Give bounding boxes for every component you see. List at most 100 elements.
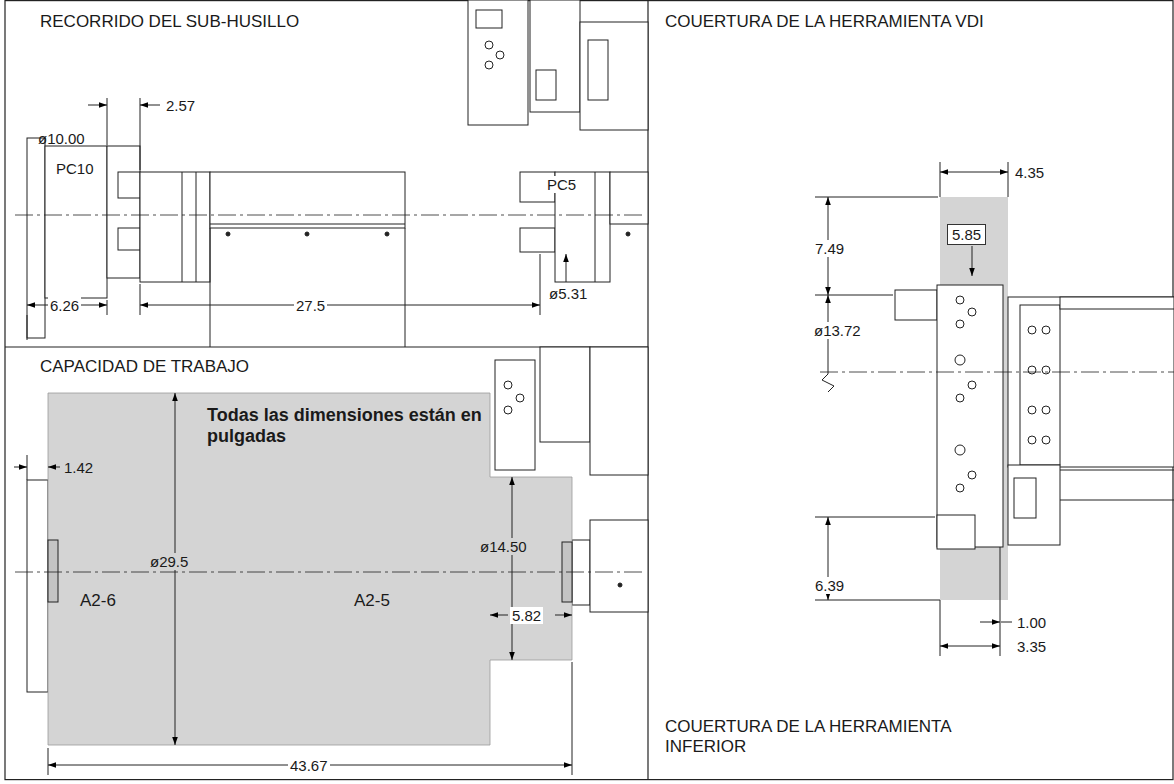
dimension-label: ø5.31 [547,285,589,302]
spindle-illustration [27,0,648,347]
dimension-lines [14,393,645,775]
drawing-stroke [895,290,937,320]
drawing-stroke [496,51,504,59]
part-label: A2-6 [78,592,118,609]
drawing-stroke [118,228,140,250]
drawing-stroke [14,467,27,468]
drawing-stroke [495,360,535,470]
drawing-stroke [27,315,28,340]
drawing-stroke [937,515,975,549]
drawing-stroke [956,394,964,402]
dimension-label: ø29.5 [148,553,190,570]
drawing-stroke [530,0,580,112]
drawing-stroke [512,477,513,660]
drawing-stroke [140,98,141,170]
drawing-stroke [610,172,648,224]
drawing-stroke [820,372,1174,373]
dimension-label: 4.35 [1013,164,1046,181]
dimension-label: 27.5 [294,297,327,314]
drawing-stroke [520,228,555,252]
drawing-stroke [536,70,556,100]
drawing-stroke [1008,297,1174,467]
drawing-stroke [1060,470,1174,471]
drawing-stroke [1042,436,1050,444]
turret-illustration [895,285,1174,549]
drawing-stroke [572,540,590,605]
drawing-stroke [566,254,567,282]
drawing-stroke [972,246,973,276]
drawing-stroke [1020,305,1060,465]
drawing-stroke [504,381,512,389]
dimension-label: 7.49 [813,240,846,257]
drawing-stroke [107,300,108,315]
drawing-stroke [1014,478,1036,518]
drawing-stroke [815,600,940,601]
drawing-stroke [210,228,211,347]
drawing-stroke [580,22,648,130]
drawing-stroke [27,138,45,338]
drawing-stroke [305,232,309,236]
drawing-stroke [182,172,183,282]
drawing-stroke [48,748,49,775]
units-note: Todas las dimensiones están en pulgadas [205,405,494,447]
drawing-panel: COUERTURA DE LA HERRAMIENTA VDI COUERTURA… [648,0,1174,780]
part-label: PC5 [545,176,578,193]
drawing-stroke [385,232,389,236]
drawing-stroke [140,105,160,106]
drawing-stroke [405,228,406,347]
drawing-stroke [140,172,210,282]
dimension-label: 1.00 [1015,614,1048,631]
drawing-stroke [1060,297,1174,309]
panel-heading: COUERTURA DE LA HERRAMIENTA VDI [665,12,984,32]
drawing-stroke [955,445,965,455]
drawing-stroke [540,254,541,315]
drawing-stroke [88,105,107,106]
drawing-stroke [588,40,608,100]
drawing-stroke [1042,326,1050,334]
drawing-stroke [815,295,893,296]
drawing-stroke [45,146,107,298]
dimension-label: 5.85 [947,224,986,245]
drawing-stroke [956,296,964,304]
drawing-stroke [226,232,230,236]
drawing-stroke [468,0,528,125]
capacity-region [48,393,572,745]
drawing-stroke [618,583,622,587]
drawing-stroke [516,394,524,402]
drawing-stroke [210,172,405,228]
dimension-lines [815,162,1174,656]
dimension-label: ø13.72 [812,322,863,339]
drawing-stroke [822,374,834,392]
drawing-stroke [1042,406,1050,414]
drawing-stroke [1060,500,1174,501]
dimension-label: ø10.00 [36,130,87,147]
panel-heading: RECORRIDO DEL SUB-HUSILLO [40,12,299,32]
drawing-stroke [590,520,648,612]
drawing-stroke [1028,326,1036,334]
dimension-label: ø14.50 [478,538,529,555]
drawing-stroke [937,285,1003,547]
drawing-stroke [485,41,493,49]
drawing-stroke [140,284,141,315]
drawing-stroke [956,320,964,328]
drawing-stroke [118,172,140,198]
part-label: A2-5 [352,592,392,609]
drawing-stroke [572,662,573,775]
drawing-stroke [1001,622,1012,623]
part-label: PC10 [54,160,96,177]
drawing-stroke [210,224,405,225]
drawing-stroke [540,347,590,442]
dimension-label: 5.82 [510,607,543,624]
drawing-stroke [1028,406,1036,414]
dimension-label: 2.57 [164,97,197,114]
drawing-stroke [555,615,572,616]
panel-heading: COUERTURA DE LA HERRAMIENTA INFERIOR [665,717,1025,757]
drawing-stroke [815,517,935,518]
drawing-stroke [27,480,48,692]
drawing-stroke [140,305,540,306]
drawing-stroke [1042,366,1050,374]
drawing-stroke [15,215,645,216]
drawing-stroke [955,355,965,365]
drawing-stroke [1008,465,1060,545]
